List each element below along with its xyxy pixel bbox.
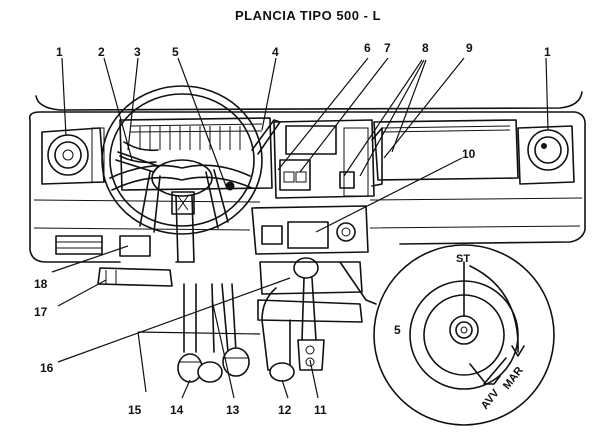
steering-column: [175, 195, 195, 263]
callout-5-ignition: 5: [394, 323, 401, 337]
lower-left-panel: [55, 235, 173, 287]
pedal-assembly: [177, 283, 250, 383]
dashboard-crease: [33, 197, 583, 231]
right-stalk: [251, 119, 281, 155]
callout-15: 15: [128, 403, 142, 417]
instrument-cluster: [119, 117, 273, 215]
callout-17: 17: [34, 305, 48, 319]
left-air-vent: [41, 127, 105, 185]
callout-2: 2: [98, 45, 105, 59]
callout-12: 12: [278, 403, 292, 417]
left-stalk: [115, 151, 159, 173]
callout-numbers: 1 2 3 5 4 6 7 8 9 1 10 18 17 16 15 14 13…: [34, 41, 551, 417]
callout-16: 16: [40, 361, 54, 375]
callout-1-right: 1: [544, 45, 551, 59]
callout-11: 11: [314, 403, 327, 417]
leader-lines: [51, 57, 549, 399]
callout-1-left: 1: [56, 45, 63, 59]
callout-3: 3: [134, 45, 141, 59]
callout-13: 13: [226, 403, 240, 417]
right-air-vent: [517, 125, 575, 185]
ignition-switch-detail: [373, 244, 555, 426]
gear-lever-assembly: [257, 257, 377, 382]
dashboard-top-edge: [35, 91, 583, 111]
callout-14: 14: [170, 403, 184, 417]
steering-wheel: [101, 85, 263, 235]
callout-5-top: 5: [172, 45, 179, 59]
diagram-title: PLANCIA TIPO 500 - L: [234, 8, 382, 23]
callout-8: 8: [422, 41, 429, 55]
ignition-mar-label: MAR: [501, 365, 526, 392]
glove-box: [371, 119, 519, 187]
dashboard-outline: [28, 111, 586, 263]
ignition-avv-label: AVV: [479, 387, 502, 412]
callout-6: 6: [364, 41, 371, 55]
callout-18: 18: [34, 277, 48, 291]
center-console: [251, 119, 375, 255]
callout-10: 10: [462, 147, 476, 161]
callout-4: 4: [272, 45, 279, 59]
callout-9: 9: [466, 41, 473, 55]
callout-7: 7: [384, 41, 391, 55]
ignition-st-label: ST: [456, 253, 470, 265]
